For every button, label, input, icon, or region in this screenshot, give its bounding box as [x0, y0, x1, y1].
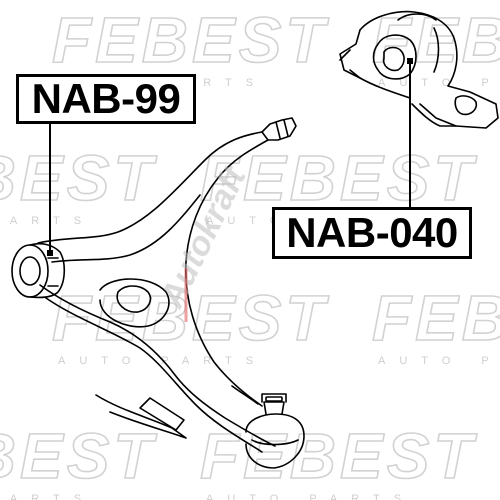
watermark-brand: FEBEST — [200, 420, 477, 492]
autokraft-watermark: Autokraft — [153, 160, 255, 315]
watermark-brand: FEBEST — [52, 282, 329, 354]
watermark-brand: FEBEST — [52, 4, 329, 76]
watermark-brand: FEBEST — [0, 420, 157, 492]
watermark-brand: FEBEST — [0, 142, 157, 214]
watermark-tagline: AUTO PARTS — [0, 493, 95, 500]
part-label-nab040: NAB-040 — [272, 207, 472, 259]
svg-text:Autokraft: Autokraft — [153, 160, 255, 315]
leader-dot-nab040 — [407, 58, 413, 64]
watermark-tagline: AUTO PARTS — [378, 77, 500, 89]
bracket-bushing-illustration — [339, 10, 499, 129]
watermark-tagline: AUTO PARTS — [0, 215, 95, 227]
watermark-brand: FEBEST — [372, 4, 500, 76]
part-label-nab99: NAB-99 — [16, 74, 196, 124]
watermark-brand: FEBEST — [372, 282, 500, 354]
watermark-tagline: AUTO PARTS — [206, 493, 415, 500]
part-number-nab99: NAB-99 — [31, 75, 181, 122]
control-arm-illustration — [11, 117, 305, 469]
watermark-tagline: AUTO PARTS — [378, 355, 500, 367]
part-number-nab040: NAB-040 — [286, 209, 458, 256]
leader-dot-nab99 — [47, 250, 53, 256]
